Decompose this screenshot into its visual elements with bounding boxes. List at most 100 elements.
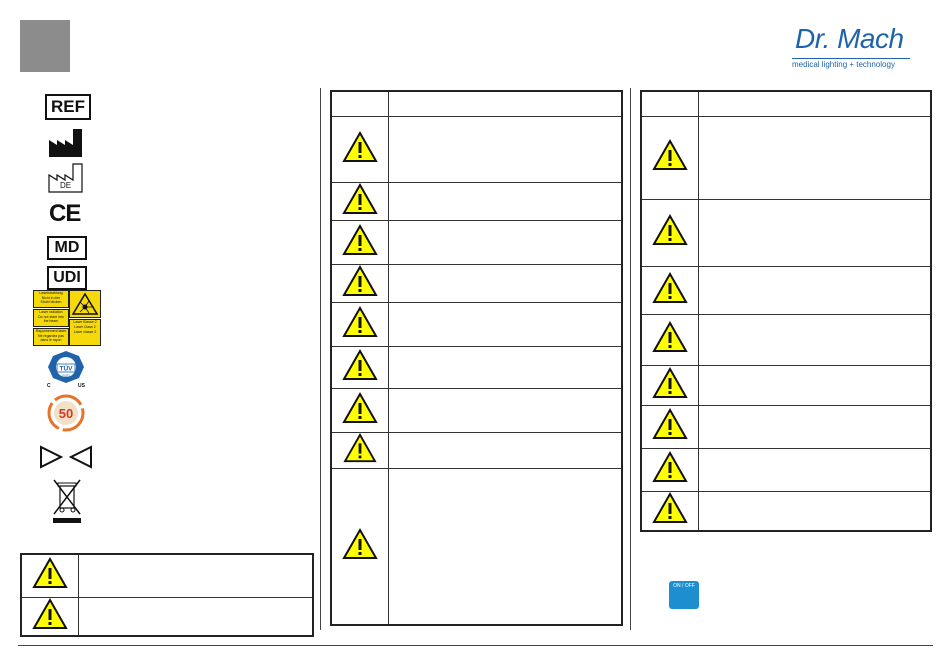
warning-icon xyxy=(342,130,378,162)
table-row xyxy=(640,313,932,366)
header-cell xyxy=(330,90,389,117)
warning-icon xyxy=(652,407,688,439)
warning-icon-cell xyxy=(640,265,699,315)
warning-text-cell xyxy=(698,364,932,406)
laser-class-label: Laser Klasse 2 Laser Class 2 Laser class… xyxy=(69,319,101,346)
warning-icon-cell xyxy=(330,345,389,389)
tuv-text: TÜV xyxy=(60,364,74,373)
table-row xyxy=(330,431,623,469)
warning-icon-cell xyxy=(330,301,389,347)
ce-mark-icon: CE xyxy=(49,200,81,227)
warning-icon-cell xyxy=(640,404,699,449)
table-row xyxy=(330,467,623,626)
warning-icon-cell xyxy=(330,263,389,303)
warning-text-cell xyxy=(698,198,932,267)
warning-icon-cell xyxy=(20,596,79,636)
udi-label: UDI xyxy=(53,269,81,286)
warning-icon xyxy=(32,557,68,589)
warning-icon-cell xyxy=(640,115,699,200)
warning-text-cell xyxy=(698,490,932,532)
table-row xyxy=(640,115,932,200)
tuv-certification-icon: TÜV SÜD C US xyxy=(47,351,86,388)
table-row xyxy=(330,263,623,303)
warning-icon xyxy=(652,492,688,524)
laser-text: Laser Klasse 2 xyxy=(73,320,97,324)
warning-text-cell xyxy=(388,115,623,183)
on-off-button[interactable]: ON / OFF xyxy=(669,581,699,609)
laser-text: Do not stare into xyxy=(38,314,64,319)
warning-text-cell xyxy=(388,263,623,303)
table-row xyxy=(20,596,314,636)
table-row xyxy=(640,404,932,449)
laser-text: Nicht in den xyxy=(41,295,61,300)
warning-icon xyxy=(342,348,378,380)
laser-label-de: Laserstrahlung Nicht in den Strahl blick… xyxy=(33,290,69,308)
warning-icon-cell xyxy=(640,198,699,267)
table-header-row xyxy=(330,90,623,117)
warning-icon-cell xyxy=(330,181,389,221)
header-cell xyxy=(698,90,932,117)
md-label: MD xyxy=(54,239,80,256)
warning-icon-cell xyxy=(640,364,699,406)
warning-icon-cell xyxy=(330,431,389,469)
warning-text-cell xyxy=(698,115,932,200)
medical-device-symbol-icon: MD xyxy=(47,236,87,260)
column-divider-right xyxy=(630,88,631,630)
laser-warning-label: Laserstrahlung Nicht in den Strahl blick… xyxy=(33,290,103,346)
laser-text: Laser radiation xyxy=(39,310,63,314)
warning-text-cell xyxy=(388,467,623,626)
warning-icon xyxy=(342,527,378,559)
tuv-c: C xyxy=(47,383,51,388)
warning-text-cell xyxy=(388,219,623,265)
warning-text-cell xyxy=(78,596,314,636)
laser-text: dans le rayon xyxy=(40,338,62,342)
laser-text: Strahl blicken xyxy=(40,300,62,304)
warning-icon-cell xyxy=(640,313,699,366)
logo-main-text: Dr. Mach xyxy=(795,23,904,54)
laser-text: Rayonnement laser xyxy=(35,329,67,333)
laser-hazard-icon xyxy=(69,290,101,318)
manufacturer-icon xyxy=(49,129,82,157)
environmental-protection-use-period-icon: 50 xyxy=(47,394,85,432)
warning-text-cell xyxy=(698,447,932,492)
table-row xyxy=(330,219,623,265)
warning-icon xyxy=(652,366,688,398)
warning-icon-cell xyxy=(640,490,699,532)
warning-icon-cell xyxy=(330,387,389,433)
warning-text-cell xyxy=(698,265,932,315)
warning-icon-cell xyxy=(20,553,79,598)
warning-icon xyxy=(342,223,378,255)
table-header-row xyxy=(640,90,932,117)
table-row xyxy=(330,387,623,433)
on-off-label: ON / OFF xyxy=(673,583,695,589)
laser-text: Laserstrahlung xyxy=(39,291,63,295)
dr-mach-logo: Dr. Mach medical lighting + technology xyxy=(790,24,915,72)
header-cell xyxy=(640,90,699,117)
logo-divider xyxy=(792,58,910,59)
laser-label-fr: Rayonnement laser Ne regardez pas dans l… xyxy=(33,328,69,346)
column-divider-left xyxy=(320,88,321,630)
right-warning-table xyxy=(640,90,932,532)
ref-symbol-icon: REF xyxy=(45,94,91,120)
date-of-manufacture-icon xyxy=(48,163,83,193)
warning-icon-cell xyxy=(330,115,389,183)
warning-text-cell xyxy=(388,345,623,389)
warning-icon xyxy=(652,138,688,170)
warning-icon xyxy=(343,432,377,462)
tuv-us: US xyxy=(78,383,86,388)
table-row xyxy=(330,301,623,347)
table-row xyxy=(330,115,623,183)
warning-icon-cell xyxy=(640,447,699,492)
warning-text-cell xyxy=(388,301,623,347)
table-row xyxy=(640,364,932,406)
warning-text-cell xyxy=(78,553,314,598)
warning-text-cell xyxy=(698,313,932,366)
udi-symbol-icon: UDI xyxy=(47,266,87,290)
laser-text: Laser classe 2 xyxy=(73,330,97,334)
equipotentiality-icon xyxy=(40,445,92,469)
warning-text-cell xyxy=(698,404,932,449)
laser-text: the beam xyxy=(43,319,59,323)
warning-icon xyxy=(652,271,688,303)
middle-warning-table xyxy=(330,90,623,626)
table-row xyxy=(640,447,932,492)
